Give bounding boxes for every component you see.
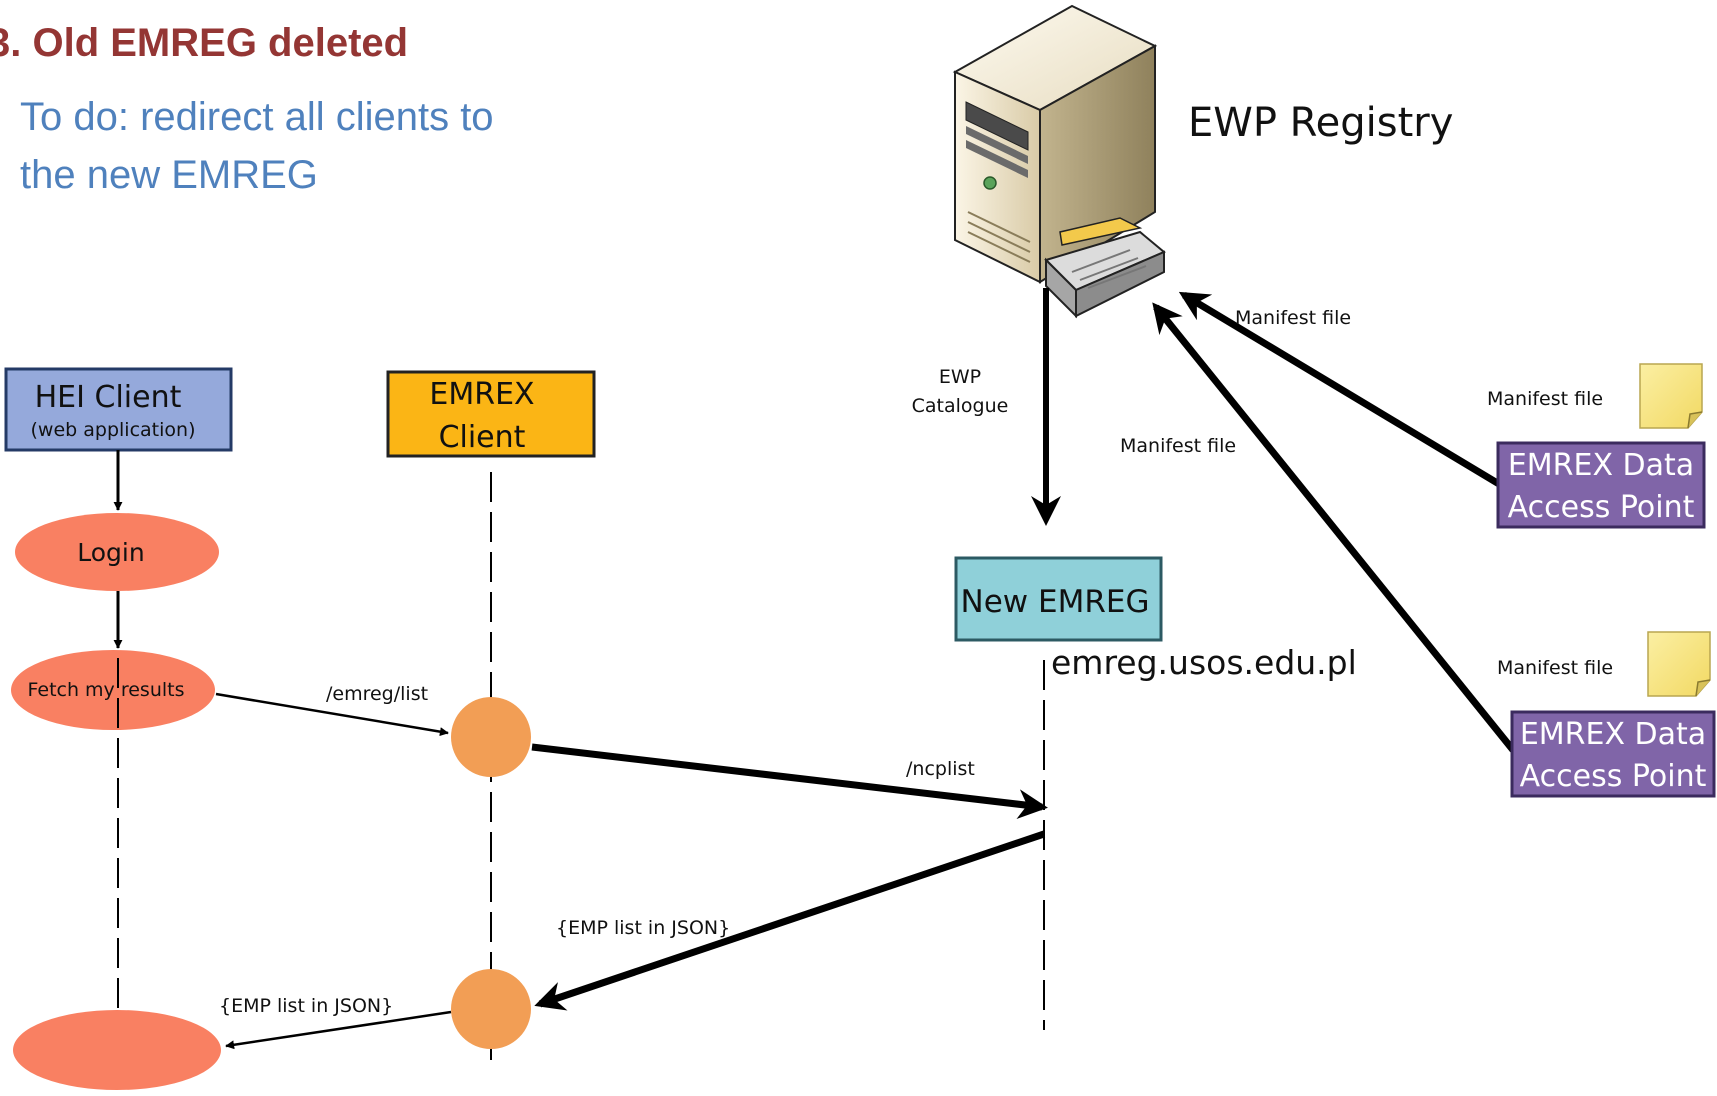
- fetch-results-label: Fetch my results: [27, 679, 184, 701]
- emp-list-label-1: {EMP list in JSON}: [556, 917, 730, 939]
- manifest-arrow-lower: [1152, 302, 1516, 753]
- new-emreg-label: New EMREG: [961, 584, 1150, 620]
- manifest-arrow-upper: [1178, 291, 1501, 488]
- slide-heading: 3. Old EMREG deleted: [0, 21, 408, 65]
- ncplist-label: /ncplist: [906, 758, 975, 780]
- new-emreg-box: New EMREG: [954, 556, 1163, 642]
- access-point-2-line-2: Access Point: [1520, 759, 1707, 794]
- emp-list-return-arrow-2: [225, 1010, 452, 1050]
- todo-line-1: To do: redirect all clients to: [20, 95, 494, 139]
- access-point-box-2: EMREX Data Access Point: [1510, 710, 1716, 798]
- emreg-list-label: /emreg/list: [326, 683, 428, 705]
- manifest-note-label-2: Manifest file: [1497, 657, 1613, 679]
- emreg-list-arrow: [215, 692, 449, 737]
- manifest-note-label-1: Manifest file: [1487, 388, 1603, 410]
- access-point-2-line-1: EMREX Data: [1520, 717, 1706, 752]
- emp-list-return-arrow-1: [534, 830, 1046, 1011]
- final-step: [13, 1010, 221, 1090]
- emrex-client-line-1: EMREX: [429, 377, 534, 412]
- ncplist-arrow: [531, 743, 1048, 820]
- access-point-1-line-1: EMREX Data: [1508, 448, 1694, 483]
- hei-client-title: HEI Client: [35, 380, 182, 415]
- catalogue-label-line-2: Catalogue: [912, 395, 1009, 417]
- access-point-box-1: EMREX Data Access Point: [1496, 441, 1706, 529]
- emrex-activation-lower: [451, 969, 531, 1049]
- emrex-client-box: EMREX Client: [386, 370, 596, 458]
- emrex-activation-upper: [451, 697, 531, 777]
- hei-client-box: HEI Client (web application): [4, 367, 233, 452]
- fetch-results-step: Fetch my results: [11, 650, 215, 730]
- emp-list-label-2: {EMP list in JSON}: [219, 995, 393, 1017]
- catalogue-label-line-1: EWP: [939, 366, 981, 388]
- manifest-arrow-lower-label: Manifest file: [1120, 435, 1236, 457]
- manifest-note-icon-2: [1647, 631, 1711, 697]
- login-step: Login: [15, 513, 219, 591]
- server-icon: [952, 4, 1166, 319]
- hei-client-subtitle: (web application): [31, 419, 196, 441]
- todo-line-2: the new EMREG: [20, 153, 318, 197]
- registry-label: EWP Registry: [1188, 100, 1453, 146]
- emrex-client-line-2: Client: [439, 420, 526, 455]
- manifest-note-icon-1: [1639, 363, 1703, 429]
- emreg-url: emreg.usos.edu.pl: [1051, 643, 1357, 682]
- manifest-arrow-upper-label: Manifest file: [1235, 307, 1351, 329]
- access-point-1-line-2: Access Point: [1508, 490, 1695, 525]
- login-label: Login: [77, 538, 144, 567]
